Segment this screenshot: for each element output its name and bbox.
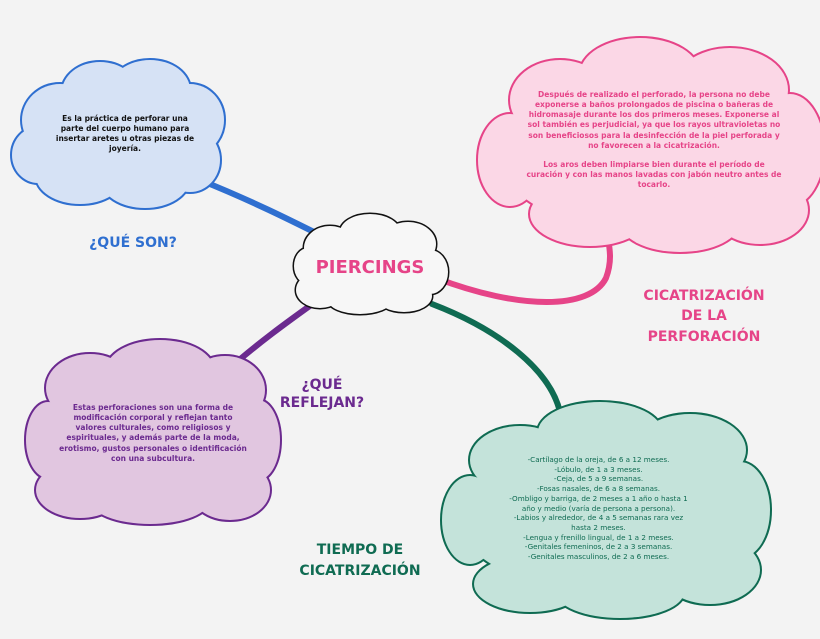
text-reflejan: Estas perforaciones son una forma de mod… xyxy=(59,403,247,463)
cloud-puff xyxy=(634,414,746,486)
label-reflejan: ¿QUÉ REFLEJAN? xyxy=(262,376,382,412)
cloud-puff xyxy=(236,400,280,480)
cicatrizacion-paragraph-1: Después de realizado el perforado, la pe… xyxy=(527,90,781,150)
label-cicatrizacion: CICATRIZACIÓN DE LA PERFORACIÓN xyxy=(614,286,794,347)
label-reflejan-line-2: REFLEJAN? xyxy=(279,395,365,412)
cloud-puff xyxy=(12,127,64,183)
cloud-puff xyxy=(660,536,760,604)
cloud-puff xyxy=(710,462,770,558)
cloud-puff xyxy=(530,182,650,246)
tiempo-item: -Lengua y frenillo lingual, de 1 a 2 mes… xyxy=(523,532,674,542)
label-tiempo-line-2: CICATRIZACIÓN xyxy=(299,563,421,579)
label-cicatrizacion-line-3: PERFORACIÓN xyxy=(647,328,761,345)
cloud-reflejan xyxy=(24,338,282,526)
label-cicatrizacion-line-2: DE LA xyxy=(681,308,727,325)
tiempo-item: -Genitales femeninos, de 2 a 3 semanas. xyxy=(524,542,673,552)
cloud-puff xyxy=(185,356,265,424)
cloud-que-son xyxy=(10,58,226,210)
cloud-tiempo xyxy=(440,400,772,620)
label-tiempo-line-1: TIEMPO DE xyxy=(316,542,404,558)
text-que-son: Es la práctica de perforar una parte del… xyxy=(55,114,195,154)
cloud-puff xyxy=(478,114,542,206)
cloud-center xyxy=(292,212,450,316)
cloud-puff xyxy=(556,566,684,618)
center-title: PIERCINGS xyxy=(315,257,425,278)
cloud-puff xyxy=(328,286,392,314)
cloud-puff xyxy=(412,250,448,294)
cicatrizacion-paragraph-2: Los aros deben limpiarse bien durante el… xyxy=(526,159,782,189)
cloud-puff xyxy=(672,48,788,132)
cloud-puff xyxy=(474,556,586,612)
cloud-puff xyxy=(101,152,189,208)
connector-cicatrizacion xyxy=(433,235,613,305)
tiempo-item: -Ceja, de 5 a 9 semanas. xyxy=(553,474,644,484)
cloud-puff xyxy=(620,192,740,252)
cloud-cicatrizacion xyxy=(476,36,820,254)
tiempo-item: -Ombligo y barriga, de 2 meses a 1 año o… xyxy=(509,493,688,513)
text-cicatrizacion: Después de realizado el perforado, la pe… xyxy=(526,90,782,190)
cloud-puff xyxy=(36,462,124,518)
cloud-puff xyxy=(538,402,662,462)
cloud-puff xyxy=(294,248,322,284)
connector-que-son xyxy=(197,177,325,239)
label-que-son: ¿QUÉ SON? xyxy=(89,235,177,251)
tiempo-item: -Labios y alrededor, de 4 a 5 semanas ra… xyxy=(513,513,684,533)
connector-tiempo xyxy=(429,301,563,415)
tiempo-item: -Cartílago de la oreja, de 6 a 12 meses. xyxy=(527,455,670,464)
text-tiempo: -Cartílago de la oreja, de 6 a 12 meses.… xyxy=(506,455,691,562)
tiempo-item: -Genitales masculinos, de 2 a 6 meses. xyxy=(527,552,670,562)
cloud-puff xyxy=(26,402,70,478)
label-reflejan-line-1: ¿QUÉ xyxy=(301,377,343,393)
label-cicatrizacion-line-1: CICATRIZACIÓN xyxy=(643,288,765,304)
label-tiempo: TIEMPO DE CICATRIZACIÓN xyxy=(270,540,450,582)
cloud-puff xyxy=(190,460,270,520)
tiempo-item: -Fosas nasales, de 6 a 8 semanas. xyxy=(536,484,661,494)
cloud-puff xyxy=(580,38,700,110)
cloud-puff xyxy=(442,476,498,564)
tiempo-item: -Lóbulo, de 1 a 3 meses. xyxy=(554,464,643,474)
